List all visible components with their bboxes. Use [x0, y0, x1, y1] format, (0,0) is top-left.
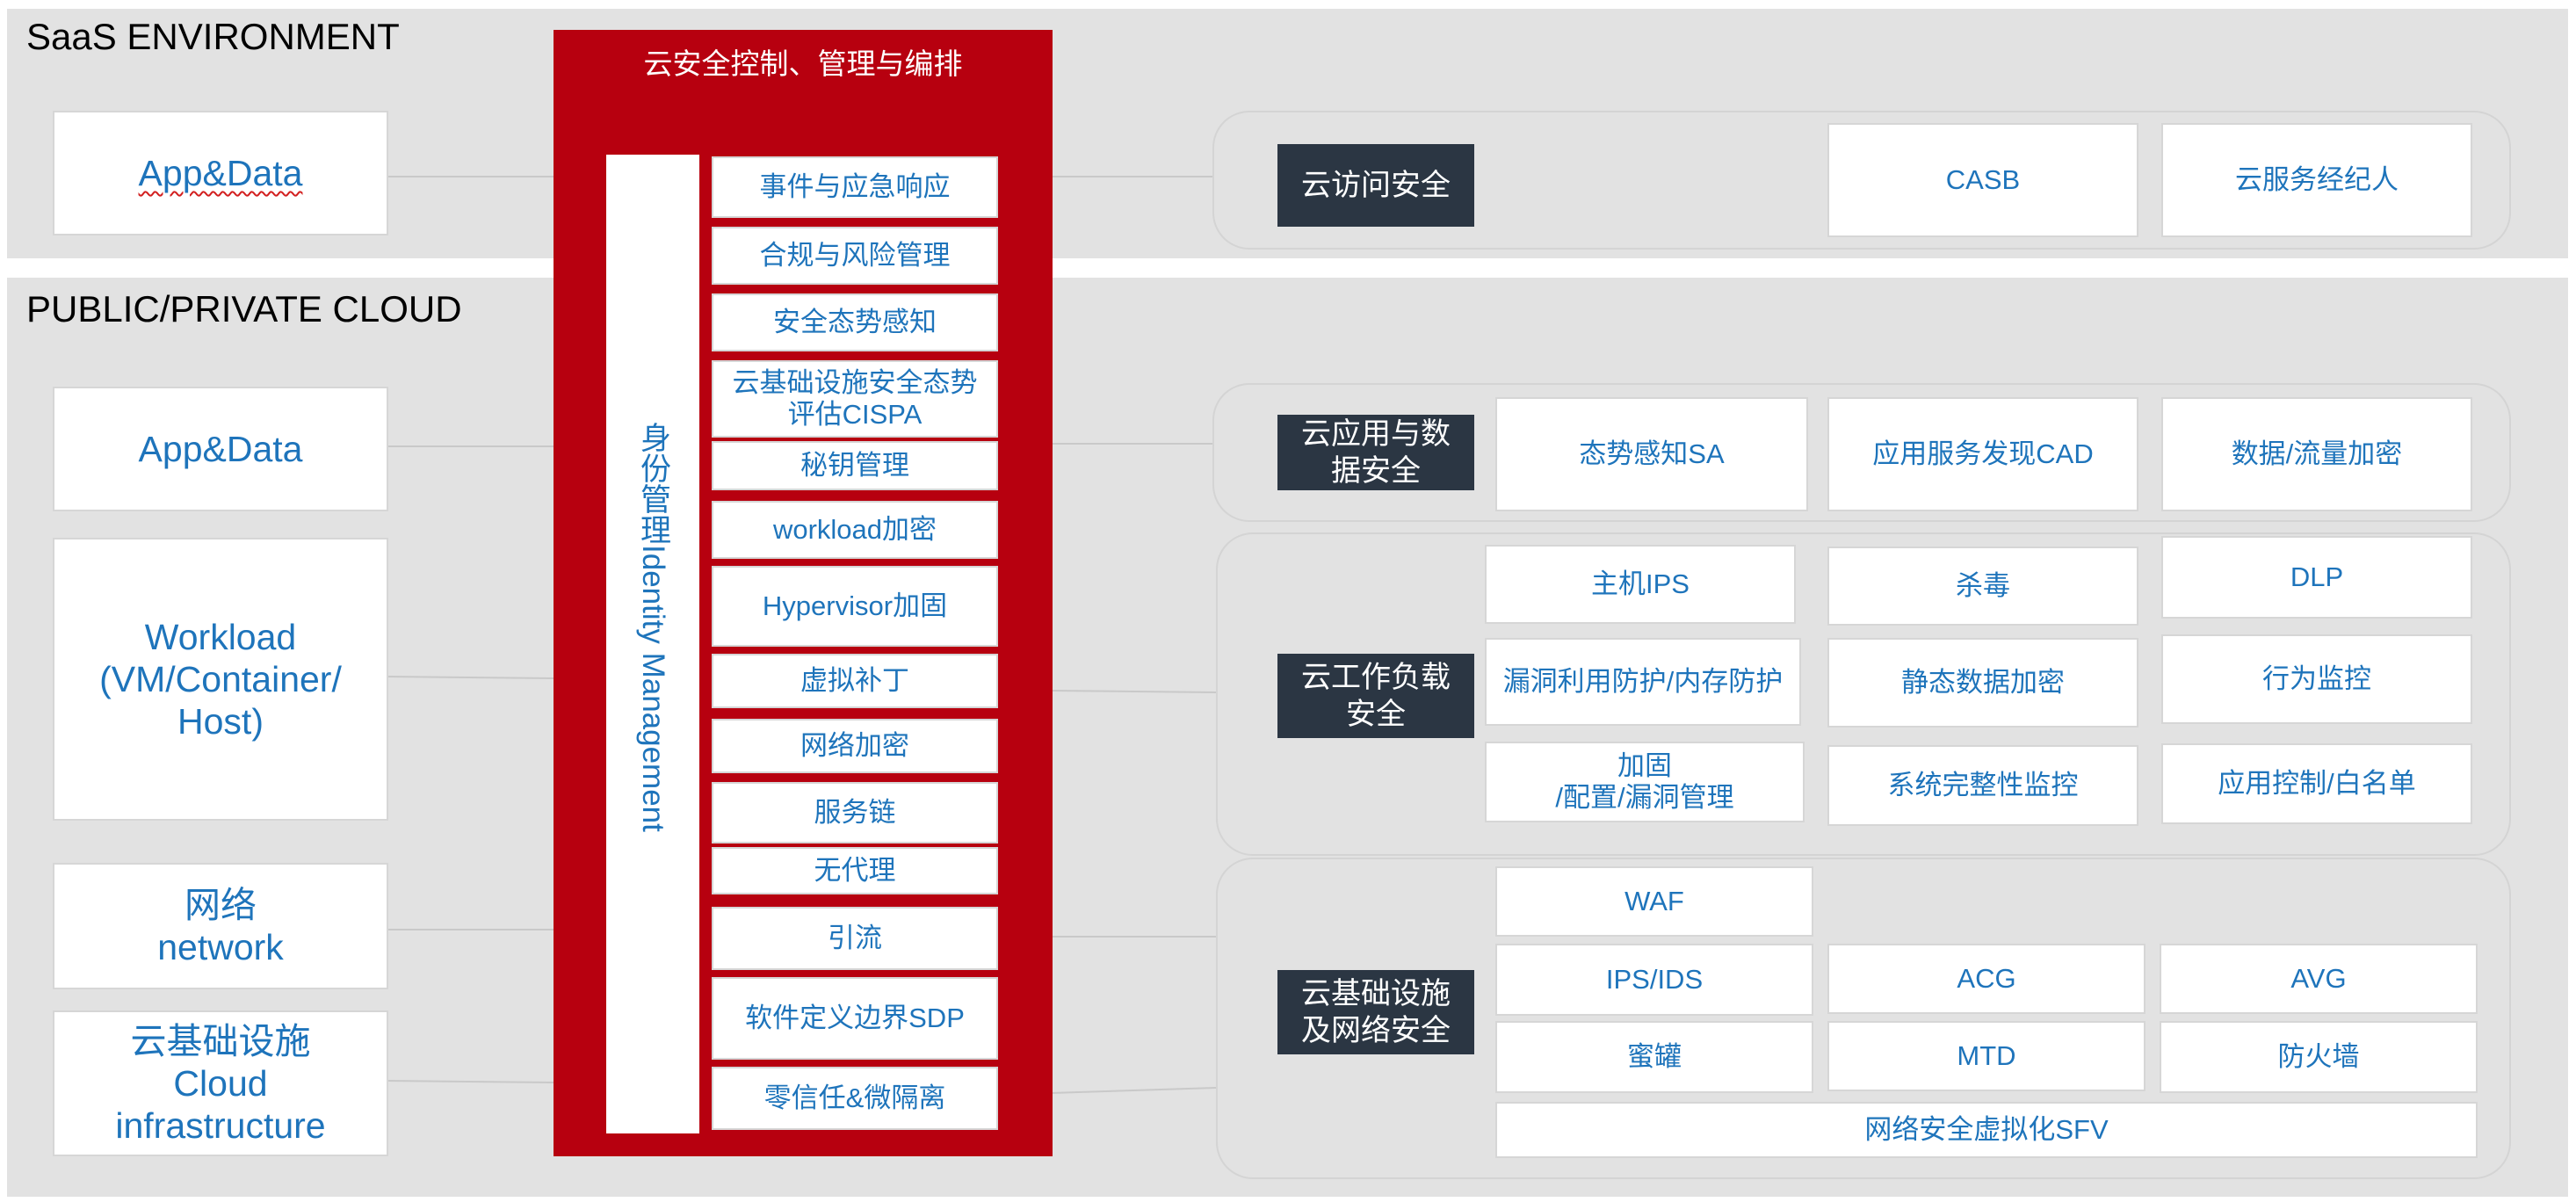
control-item: 安全态势感知 [712, 293, 998, 351]
service-box: 应用服务发现CAD [1827, 397, 2138, 511]
cloud-left-box-app-data: App&Data [53, 387, 388, 511]
service-box: 蜜罐 [1495, 1021, 1813, 1093]
service-box: 静态数据加密 [1827, 638, 2138, 728]
cloud-left-line: Workload [144, 617, 297, 657]
category-cloud-access-security: 云访问安全 [1277, 144, 1474, 227]
control-item: Hypervisor加固 [712, 566, 998, 647]
service-box: MTD [1827, 1021, 2145, 1091]
service-box: 加固 /配置/漏洞管理 [1485, 742, 1805, 822]
service-box: DLP [2161, 536, 2472, 619]
saas-app-data-label: App&Data [138, 153, 303, 193]
service-box: 数据/流量加密 [2161, 397, 2472, 511]
cloud-left-line: (VM/Container/ [99, 659, 342, 699]
control-item: 事件与应急响应 [712, 156, 998, 218]
service-box: ACG [1827, 944, 2145, 1014]
control-item: 网络加密 [712, 719, 998, 773]
identity-management-column: 身份管理Identity Management [606, 155, 699, 1133]
service-box: 主机IPS [1485, 545, 1796, 624]
control-item: 服务链 [712, 782, 998, 844]
service-box: CASB [1827, 123, 2138, 237]
service-box: IPS/IDS [1495, 944, 1813, 1016]
cloud-left-line: Host) [177, 701, 264, 742]
control-item: 软件定义边界SDP [712, 977, 998, 1060]
saas-app-data-box: App&Data [53, 111, 388, 235]
cloud-left-box-network: 网络 network [53, 863, 388, 989]
category-workload-security: 云工作负载 安全 [1277, 654, 1474, 738]
control-item: 云基础设施安全态势 评估CISPA [712, 360, 998, 438]
control-item: 引流 [712, 907, 998, 970]
control-item: 无代理 [712, 847, 998, 894]
cloud-left-line: 云基础设施 [130, 1021, 311, 1061]
cloud-left-box-infrastructure: 云基础设施 Cloud infrastructure [53, 1010, 388, 1156]
service-box: 应用控制/白名单 [2161, 743, 2472, 824]
cloud-left-line: 网络 [185, 885, 257, 925]
category-infra-network-security: 云基础设施 及网络安全 [1277, 970, 1474, 1054]
service-box: 态势感知SA [1495, 397, 1808, 511]
control-item: 虚拟补丁 [712, 654, 998, 708]
identity-management-label: 身份管理Identity Management [636, 422, 670, 832]
cloud-left-line: App&Data [138, 429, 303, 469]
cloud-left-line: network [157, 927, 284, 967]
cloud-title: PUBLIC/PRIVATE CLOUD [26, 288, 462, 329]
service-box: 行为监控 [2161, 634, 2472, 724]
service-box: WAF [1495, 866, 1813, 937]
service-box: 防火墙 [2160, 1021, 2478, 1093]
category-app-data-security: 云应用与数 据安全 [1277, 415, 1474, 490]
app-security-group [1212, 383, 2511, 522]
cloud-left-line: infrastructure [115, 1105, 326, 1146]
saas-security-group [1212, 111, 2511, 250]
service-box: 云服务经纪人 [2161, 123, 2472, 237]
service-box: 网络安全虚拟化SFV [1495, 1102, 2478, 1158]
control-panel-title: 云安全控制、管理与编排 [643, 47, 963, 80]
control-item: 零信任&微隔离 [712, 1067, 998, 1130]
cloud-left-line: Cloud [173, 1063, 268, 1104]
service-box: 漏洞利用防护/内存防护 [1485, 638, 1801, 726]
cloud-left-box-workload: Workload (VM/Container/ Host) [53, 538, 388, 821]
saas-title: SaaS ENVIRONMENT [26, 16, 400, 57]
control-item: workload加密 [712, 501, 998, 559]
control-item: 合规与风险管理 [712, 227, 998, 285]
service-box: 系统完整性监控 [1827, 745, 2138, 826]
workload-security-group [1216, 532, 2511, 856]
infra-security-group [1216, 858, 2511, 1179]
control-item: 秘钥管理 [712, 441, 998, 490]
service-box: 杀毒 [1827, 547, 2138, 626]
service-box: AVG [2160, 944, 2478, 1014]
